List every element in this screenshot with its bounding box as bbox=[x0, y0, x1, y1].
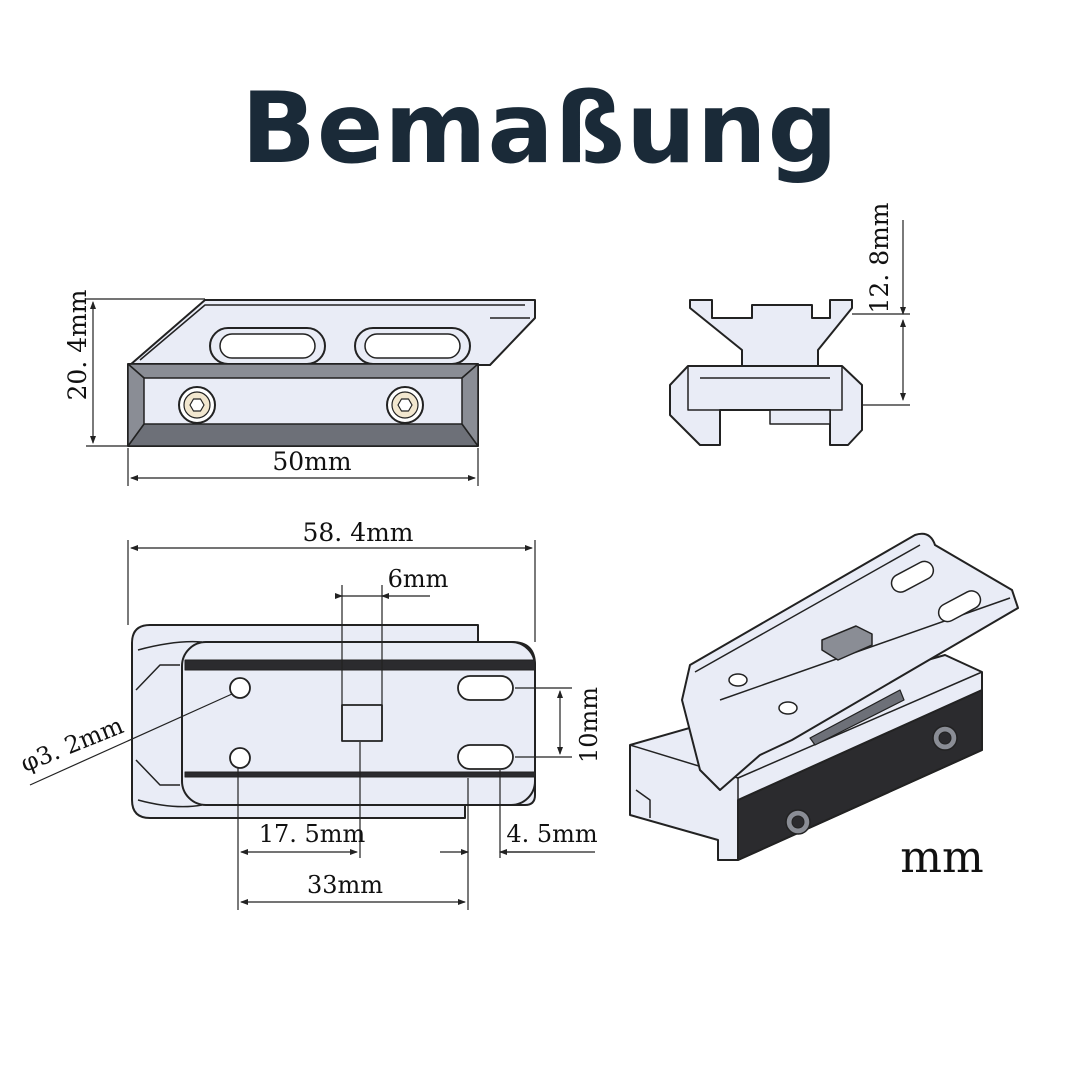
dim-hole-diameter: φ3. 2mm bbox=[17, 711, 128, 778]
dim-hole-to-center: 17. 5mm bbox=[259, 820, 366, 848]
side-view bbox=[127, 299, 536, 447]
dim-slot-spacing: 10mm bbox=[575, 687, 603, 763]
dim-hole-to-slot: 33mm bbox=[307, 871, 383, 899]
top-view bbox=[131, 624, 536, 819]
dim-front-height: 12. 8mm bbox=[865, 202, 894, 313]
dim-slot-width: 4. 5mm bbox=[506, 820, 598, 848]
dim-side-height: 20. 4mm bbox=[63, 289, 92, 400]
front-view bbox=[669, 299, 863, 446]
side-dimensions bbox=[86, 298, 479, 486]
unit-label: mm bbox=[900, 832, 983, 883]
front-dimensions bbox=[852, 220, 910, 406]
dim-top-total: 58. 4mm bbox=[302, 518, 413, 547]
page-title: Bemaßung bbox=[241, 72, 839, 186]
isometric-view bbox=[629, 532, 1019, 861]
top-dimensions bbox=[29, 540, 595, 910]
dim-side-length: 50mm bbox=[272, 447, 352, 476]
dim-slot-offset: 6mm bbox=[388, 565, 449, 593]
